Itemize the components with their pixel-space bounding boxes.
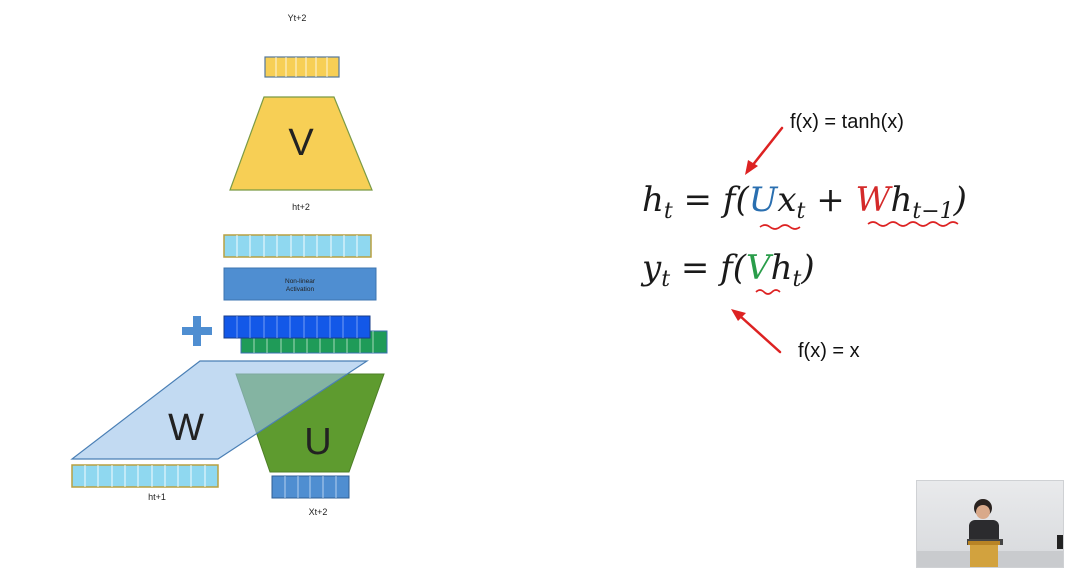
y-output-label: Yt+2 <box>288 13 307 23</box>
output-equation: yt = f(Vht) <box>642 248 815 292</box>
blue-sum-vector-cells <box>236 316 358 338</box>
x-input-vector-cells <box>284 476 337 498</box>
w-weight-label: W <box>168 407 204 449</box>
h-previous-vector <box>71 464 219 488</box>
y-output-vector <box>264 56 340 78</box>
underline-v-squiggle <box>755 289 781 295</box>
blue-sum-vector <box>223 315 371 339</box>
h-previous-label: ht+1 <box>148 492 166 502</box>
hidden-state-equation: ht = f(Uxt + Wht−1) <box>642 180 967 224</box>
activation-label-line2: Activation <box>286 286 315 293</box>
identity-annotation: f(x) = x <box>798 340 860 362</box>
w-weight-block <box>70 360 370 460</box>
underline-u-squiggle <box>759 224 801 230</box>
identity-arrow-icon <box>731 309 782 354</box>
h-top-vector-cells <box>236 235 358 257</box>
x-input-label: Xt+2 <box>309 507 328 517</box>
presenter-webcam <box>916 480 1064 568</box>
presenter-figure-icon <box>917 499 1063 567</box>
y-output-vector-cells <box>275 57 328 77</box>
h-top-vector <box>223 234 372 258</box>
h-top-label: ht+2 <box>292 202 310 212</box>
v-weight-block <box>229 96 373 191</box>
activation-label-line1: Non-linear <box>285 278 316 285</box>
u-weight-label: U <box>304 421 331 463</box>
h-previous-vector-cells <box>84 465 206 487</box>
x-input-vector <box>271 475 350 499</box>
v-weight-label: V <box>288 122 314 164</box>
tanh-arrow-icon <box>745 126 784 175</box>
tanh-annotation: f(x) = tanh(x) <box>790 111 904 133</box>
activation-box <box>223 267 377 301</box>
plus-icon <box>182 316 212 346</box>
underline-w-squiggle <box>867 221 959 227</box>
